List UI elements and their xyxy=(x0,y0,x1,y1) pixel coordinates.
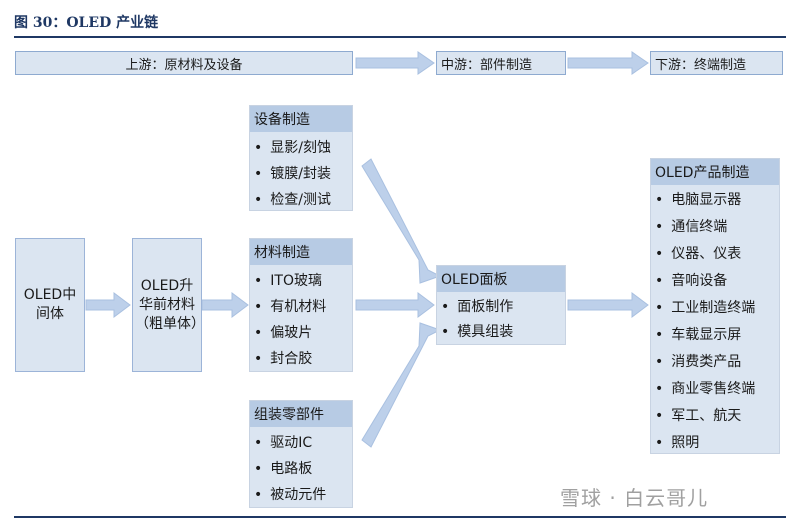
panel-products: OLED产品制造 电脑显示器 通信终端 仪器、仪表 音响设备 工业制造终端 车载… xyxy=(650,158,780,454)
list-item: 有机材料 xyxy=(254,296,326,316)
list-item: 偏玻片 xyxy=(254,322,312,342)
list-item: 工业制造终端 xyxy=(655,297,755,317)
arrow-sublimated xyxy=(201,292,249,318)
panel-equipment: 设备制造 显影/刻蚀 镀膜/封装 检查/测试 xyxy=(249,105,353,211)
arrow-materials xyxy=(355,292,435,318)
stage-downstream: 下游：终端制造 xyxy=(650,51,783,75)
panel-materials: 材料制造 ITO玻璃 有机材料 偏玻片 封合胶 xyxy=(249,238,353,372)
arrow-components xyxy=(361,322,442,448)
node-oled-sublimated-material: OLED升华前材料（粗单体） xyxy=(132,238,205,372)
list-item: 面板制作 xyxy=(441,296,513,316)
panel-products-body: 电脑显示器 通信终端 仪器、仪表 音响设备 工业制造终端 车载显示屏 消费类产品… xyxy=(651,185,779,453)
panel-products-title: OLED产品制造 xyxy=(651,159,779,186)
panel-materials-body: ITO玻璃 有机材料 偏玻片 封合胶 xyxy=(250,265,352,371)
title-rule xyxy=(14,36,786,38)
bottom-rule xyxy=(14,516,786,518)
list-item: 仪器、仪表 xyxy=(655,243,741,263)
list-item: 军工、航天 xyxy=(655,405,741,425)
panel-materials-title: 材料制造 xyxy=(250,239,352,266)
panel-oled-panel-title: OLED面板 xyxy=(437,266,565,293)
stage-arrow-2 xyxy=(567,51,649,75)
watermark: 雪球 · 白云哥儿 xyxy=(560,486,709,510)
panel-equipment-body: 显影/刻蚀 镀膜/封装 检查/测试 xyxy=(250,132,352,210)
figure-title: 图 30：OLED 产业链 xyxy=(14,15,159,31)
list-item: 镀膜/封装 xyxy=(254,163,331,183)
list-item: 通信终端 xyxy=(655,216,727,236)
list-item: 封合胶 xyxy=(254,348,312,368)
list-item: 驱动IC xyxy=(254,432,312,452)
node-oled-intermediate: OLED中间体 xyxy=(15,238,85,372)
list-item: ITO玻璃 xyxy=(254,270,322,290)
list-item: 照明 xyxy=(655,432,699,452)
list-item: 音响设备 xyxy=(655,270,727,290)
panel-components: 组装零部件 驱动IC 电路板 被动元件 xyxy=(249,400,353,508)
list-item: 被动元件 xyxy=(254,484,326,504)
stage-midstream: 中游：部件制造 xyxy=(436,51,566,75)
arrow-panel xyxy=(567,292,649,318)
list-item: 消费类产品 xyxy=(655,351,741,371)
list-item: 显影/刻蚀 xyxy=(254,137,331,157)
stage-upstream: 上游：原材料及设备 xyxy=(15,51,353,75)
list-item: 商业零售终端 xyxy=(655,378,755,398)
panel-components-body: 驱动IC 电路板 被动元件 xyxy=(250,427,352,507)
panel-oled-panel-body: 面板制作 模具组装 xyxy=(437,292,565,344)
list-item: 检查/测试 xyxy=(254,189,331,209)
arrow-intermediate xyxy=(85,292,131,318)
arrow-equipment xyxy=(361,158,442,284)
panel-oled-panel: OLED面板 面板制作 模具组装 xyxy=(436,265,566,345)
panel-components-title: 组装零部件 xyxy=(250,401,352,428)
list-item: 模具组装 xyxy=(441,321,513,341)
list-item: 电脑显示器 xyxy=(655,189,741,209)
list-item: 电路板 xyxy=(254,458,312,478)
stage-arrow-1 xyxy=(355,51,435,75)
list-item: 车载显示屏 xyxy=(655,324,741,344)
panel-equipment-title: 设备制造 xyxy=(250,106,352,133)
